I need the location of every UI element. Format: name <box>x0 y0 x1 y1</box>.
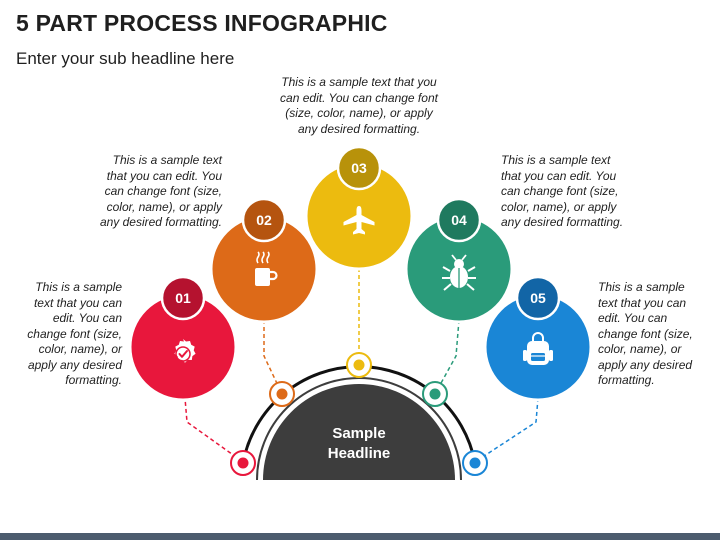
step-02-number: 02 <box>256 212 272 228</box>
center-hub <box>263 384 455 480</box>
step-01-number: 01 <box>175 290 191 306</box>
step-01-description: This is a sample text that you can edit.… <box>27 280 122 387</box>
bug-icon <box>442 254 476 291</box>
airplane-icon <box>343 206 375 235</box>
badge-check-icon <box>174 339 196 363</box>
center-headline-line2: Headline <box>328 445 391 462</box>
arc-node-04 <box>422 381 448 407</box>
step-04-number: 04 <box>451 212 467 228</box>
arc-node-05 <box>462 450 488 476</box>
page-subtitle: Enter your sub headline here <box>16 49 235 68</box>
step-01: 01 <box>128 275 238 402</box>
connector-02 <box>263 320 283 395</box>
connector-05 <box>474 397 539 463</box>
step-02-description: This is a sample text that you can edit.… <box>99 153 222 229</box>
coffee-cup-icon <box>255 251 278 286</box>
step-05-number: 05 <box>530 290 546 306</box>
center-headline-line1: Sample <box>332 425 385 442</box>
step-02: 02 <box>209 197 319 324</box>
page-title: 5 PART PROCESS INFOGRAPHIC <box>16 10 388 36</box>
center-hub-outline <box>256 377 462 481</box>
arc-node-01 <box>230 450 256 476</box>
backpack-icon <box>523 332 553 365</box>
step-03: 03 <box>304 145 414 271</box>
step-03-description: This is a sample text that you can edit.… <box>280 75 438 136</box>
bottom-bar <box>0 533 720 540</box>
step-05: 05 <box>483 275 593 402</box>
connector-04 <box>434 319 460 395</box>
step-04-description: This is a sample text that you can edit.… <box>501 153 624 229</box>
step-05-description: This is a sample text that you can edit.… <box>598 280 693 387</box>
arc-node-02 <box>269 381 295 407</box>
arc-node-03 <box>346 352 372 378</box>
step-04: 04 <box>404 197 514 324</box>
step-03-number: 03 <box>351 160 367 176</box>
